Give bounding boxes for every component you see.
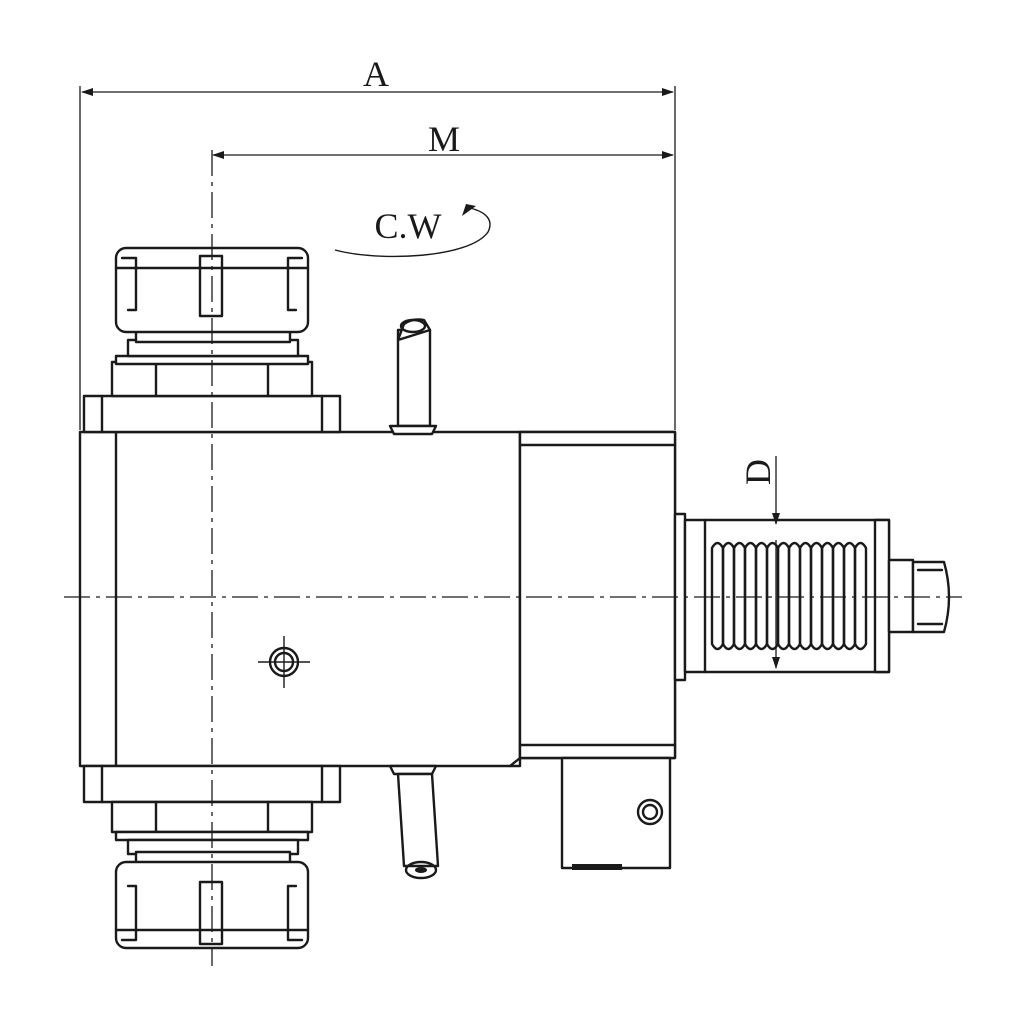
dimension-a: A [79, 54, 676, 430]
main-housing [78, 430, 677, 768]
serration-groove [853, 541, 868, 651]
shank [673, 512, 951, 682]
dimension-d-label: D [738, 459, 778, 485]
coolant-nozzle-top [388, 318, 438, 436]
side-block [560, 756, 672, 870]
rotation-label: C.W [375, 206, 442, 246]
dimension-m: M [212, 119, 674, 159]
coolant-nozzle-bottom [388, 764, 440, 880]
dimension-a-label: A [363, 54, 389, 94]
rotation-indicator: C.W [334, 204, 491, 258]
centerlines [64, 150, 962, 966]
shank-serrations [710, 541, 868, 651]
dimension-m-label: M [428, 119, 460, 159]
dimension-d: D [738, 456, 780, 669]
